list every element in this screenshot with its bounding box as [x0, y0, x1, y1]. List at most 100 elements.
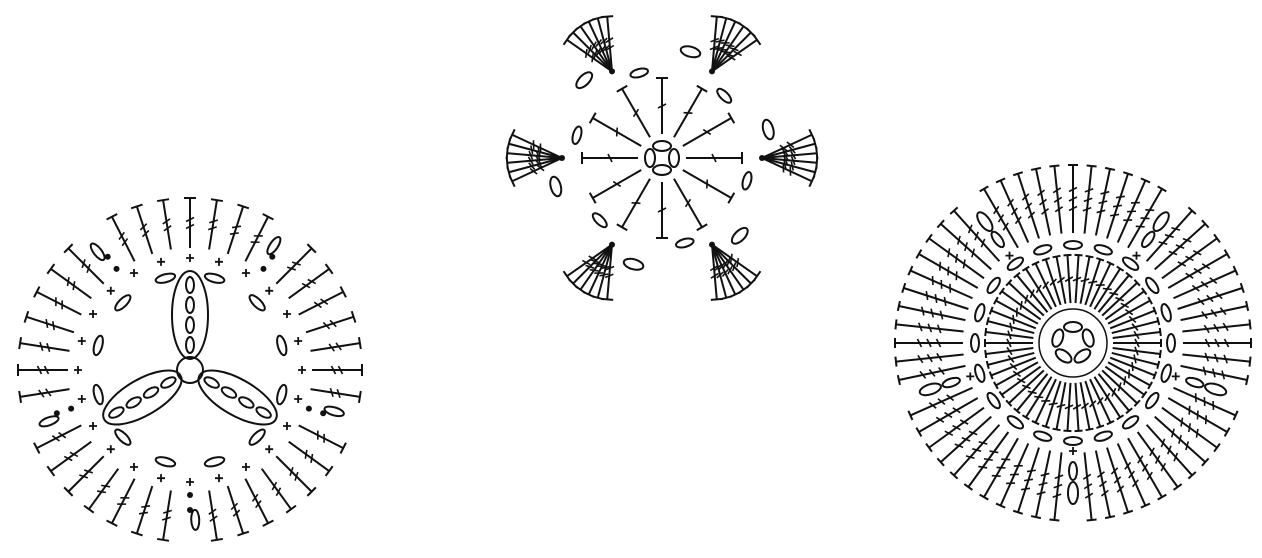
double-crochet-stitch	[19, 337, 69, 352]
inner-petal	[172, 271, 208, 359]
double-crochet-stitch	[84, 469, 118, 513]
chain-stitch	[548, 176, 563, 198]
chain-stitch	[1069, 462, 1077, 480]
single-crochet-stitch	[242, 463, 250, 471]
chain-stitch	[155, 455, 176, 468]
double-crochet-stitch	[656, 78, 668, 134]
chain-stitch	[1093, 243, 1113, 256]
right-diagram-canvas	[885, 155, 1257, 527]
single-crochet-stitch	[242, 269, 250, 277]
chain-stitch	[761, 119, 776, 141]
chain-stitch	[1081, 328, 1096, 348]
chain-stitch	[1160, 303, 1173, 323]
double-crochet-stitch	[674, 179, 707, 230]
inner-ring-stitch	[985, 339, 1033, 347]
outer-petal-stitch	[1083, 452, 1096, 520]
double-crochet-stitch	[582, 152, 638, 164]
chain-stitch	[237, 395, 255, 410]
double-crochet-stitch	[590, 170, 641, 203]
chain-stitch	[1053, 347, 1073, 366]
slip-stitch	[105, 254, 111, 260]
inner-ring-stitch	[985, 328, 1033, 339]
double-crochet-stitch	[131, 486, 152, 535]
single-crochet-stitch	[215, 474, 223, 482]
outer-petal-stitch	[916, 250, 977, 288]
chain-stitch	[1140, 230, 1157, 249]
double-crochet-stitch	[157, 490, 172, 540]
double-crochet-stitch	[310, 388, 360, 403]
chain-stitch	[1144, 391, 1161, 410]
chain-stitch	[973, 303, 986, 323]
single-crochet-stitch	[966, 372, 974, 380]
outer-petal-stitch	[1049, 452, 1063, 520]
chain-stitch	[1072, 347, 1092, 366]
chain-stitch	[1006, 414, 1025, 431]
inner-ring-stitch	[1080, 256, 1093, 304]
chain-stitch	[973, 363, 986, 383]
double-crochet-stitch	[19, 389, 69, 403]
chain-stitch	[203, 375, 221, 390]
chain-stitch	[941, 376, 961, 389]
chain-stitch	[1068, 482, 1078, 504]
single-crochet-stitch	[283, 422, 291, 430]
chain-stitch	[974, 210, 995, 234]
slip-stitch	[114, 266, 120, 272]
chain-stitch	[38, 414, 60, 428]
single-crochet-stitch	[186, 254, 194, 262]
chain-stitch	[1160, 363, 1173, 383]
left-diagram-canvas	[10, 185, 380, 555]
chain-stitch	[323, 405, 344, 418]
double-crochet-stitch	[208, 199, 223, 249]
chain-stitch	[186, 337, 194, 353]
double-crochet-stitch	[289, 442, 333, 476]
outer-petal-stitch	[980, 186, 1018, 247]
chain-stitch	[675, 237, 694, 249]
chain-stitch	[1033, 430, 1053, 443]
outer-petal-stitch	[1013, 448, 1039, 514]
double-crochet-stitch	[18, 364, 68, 376]
outer-petal-stitch	[902, 283, 968, 309]
outer-petal-stitch	[1128, 438, 1166, 499]
outer-petal-stitch	[895, 338, 963, 348]
chain-stitch	[204, 455, 225, 468]
chain-stitch	[680, 44, 702, 59]
double-crochet-stitch	[131, 205, 152, 254]
double-crochet-stitch	[674, 86, 707, 137]
chain-stitch	[1093, 430, 1113, 443]
chain-stitch	[1033, 243, 1053, 256]
outer-petal-stitch	[1107, 172, 1133, 238]
chain-stitch	[255, 405, 273, 420]
chain-stitch	[186, 277, 194, 293]
double-crochet-stitch	[306, 311, 355, 332]
single-crochet-stitch	[89, 422, 97, 430]
chain-stitch	[1144, 276, 1161, 295]
slip-stitch	[306, 406, 312, 412]
double-crochet-stitch	[617, 86, 650, 137]
chain-stitch	[275, 384, 288, 405]
chain-stitch	[1185, 376, 1205, 389]
chain-stitch	[247, 427, 267, 447]
chain-stitch	[571, 125, 583, 144]
single-crochet-stitch	[74, 366, 82, 374]
single-crochet-stitch	[294, 337, 302, 345]
chain-stitch	[971, 334, 979, 352]
double-crochet-stitch	[656, 182, 668, 238]
chain-stitch	[1167, 334, 1175, 352]
chain-stitch	[645, 149, 655, 167]
single-crochet-stitch	[265, 287, 273, 295]
double-crochet-stitch	[310, 337, 360, 351]
single-crochet-stitch	[78, 337, 86, 345]
double-crochet-stitch	[312, 364, 362, 376]
chain-stitch	[155, 272, 176, 285]
outer-petal-stitch	[1178, 283, 1244, 309]
outer-petal-stitch	[937, 417, 991, 466]
chain-stitch	[186, 317, 194, 333]
outer-petal-stitch	[1147, 425, 1196, 479]
double-crochet-stitch	[245, 479, 273, 526]
chain-stitch	[653, 165, 671, 175]
chain-stitch	[729, 225, 750, 246]
inner-ring-stitch	[1053, 382, 1066, 430]
single-crochet-stitch	[298, 366, 306, 374]
double-crochet-stitch	[25, 311, 74, 332]
center-ring	[1039, 309, 1107, 377]
